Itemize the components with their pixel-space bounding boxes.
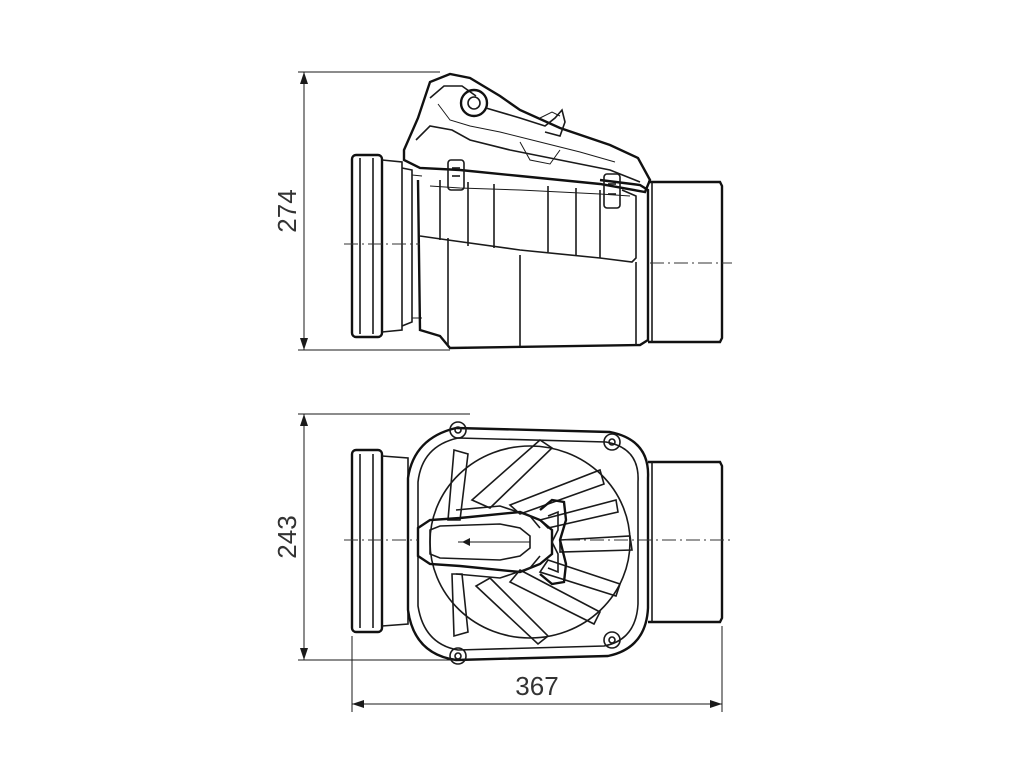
top-socket-ring: [350, 448, 384, 634]
side-socket-ring: [350, 153, 384, 339]
top-bolt-holes: [449, 421, 621, 665]
side-socket-neck: [381, 159, 403, 333]
top-height-dimension: 243: [272, 413, 470, 661]
top-housing-outline: [406, 426, 650, 662]
side-view: [344, 72, 732, 350]
top-view: [344, 421, 732, 665]
side-cover: [402, 72, 652, 194]
top-handle-assembly: [416, 498, 568, 586]
length-dimension: 367: [351, 626, 723, 712]
side-spigot: [648, 180, 724, 344]
top-flap-blades: [447, 438, 633, 646]
side-height-label: 274: [272, 189, 302, 232]
side-housing-body: [416, 178, 650, 350]
top-socket-neck: [381, 455, 409, 627]
top-height-label: 243: [272, 515, 302, 558]
top-spigot: [648, 460, 724, 624]
length-label: 367: [515, 671, 558, 701]
side-handle-knob: [459, 88, 489, 118]
side-height-dimension: 274: [272, 71, 450, 351]
side-lever: [485, 107, 566, 137]
